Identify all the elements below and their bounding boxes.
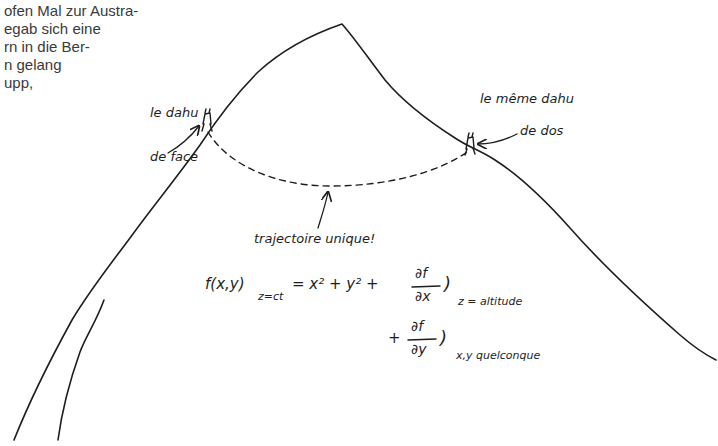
fraction-bar (412, 286, 440, 287)
arrow-face (168, 126, 199, 153)
formula-term: ∂x (415, 288, 431, 304)
formula-term: ∂y (411, 341, 427, 357)
annotation: le dahu (150, 106, 198, 121)
formula-term: f(x,y) (205, 276, 245, 293)
annotation: de face (150, 150, 198, 165)
formula-term: + (388, 330, 401, 347)
formula-term: ∂f (411, 318, 423, 334)
formula-term: ) (440, 328, 447, 349)
mountain-ridge (58, 300, 104, 440)
article-text: upp, (4, 74, 33, 91)
fraction-bar (408, 339, 436, 340)
dahu-front (202, 109, 212, 131)
arrow-trajectory (318, 192, 328, 228)
annotation: de dos (520, 124, 563, 139)
article-text: n gelang (4, 56, 62, 73)
formula-subscript: x,y quelconque (456, 350, 540, 363)
arrow-back (478, 134, 517, 144)
annotation: trajectoire unique! (254, 232, 375, 247)
article-text: egab sich eine (4, 20, 101, 37)
formula-subscript: z=ct (258, 291, 283, 304)
article-text: rn in die Ber- (4, 38, 90, 55)
article-text: ofen Mal zur Austra- (4, 2, 138, 19)
formula-subscript: z = altitude (458, 296, 522, 309)
formula-term: ) (444, 274, 451, 295)
formula-term: ∂f (415, 265, 427, 281)
dahu-back (465, 133, 475, 155)
mountain-outline (14, 24, 716, 440)
formula-term: = x² + y² + (292, 276, 379, 293)
trajectory (208, 132, 470, 186)
annotation: le même dahu (480, 92, 574, 107)
